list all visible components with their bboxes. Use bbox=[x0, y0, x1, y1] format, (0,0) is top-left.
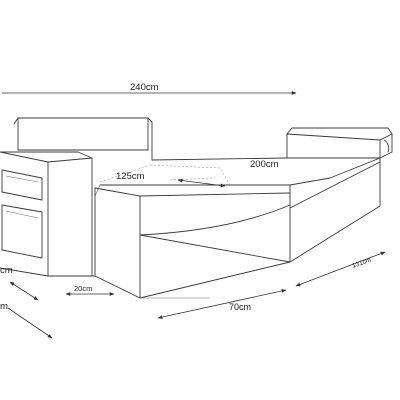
backrest bbox=[13, 117, 153, 161]
hidden-edges bbox=[99, 164, 231, 186]
left-depth-label: m bbox=[0, 301, 8, 312]
chaise-width-label: 70cm bbox=[229, 302, 251, 312]
bed-length-label: 200cm bbox=[250, 159, 279, 170]
sleeping-surface bbox=[94, 157, 381, 263]
chaise-section bbox=[94, 187, 291, 299]
dimension-lines bbox=[2, 91, 386, 339]
step-width-label: 20cm bbox=[74, 284, 92, 293]
bed-backrest bbox=[286, 127, 393, 159]
bed-depth-label: 131cm bbox=[351, 257, 372, 270]
overall-width-label: 240cm bbox=[130, 82, 159, 93]
chaise-depth-label: 125cm bbox=[116, 171, 145, 182]
shelf-unit bbox=[0, 151, 96, 277]
left-height-label: cm bbox=[0, 265, 13, 276]
